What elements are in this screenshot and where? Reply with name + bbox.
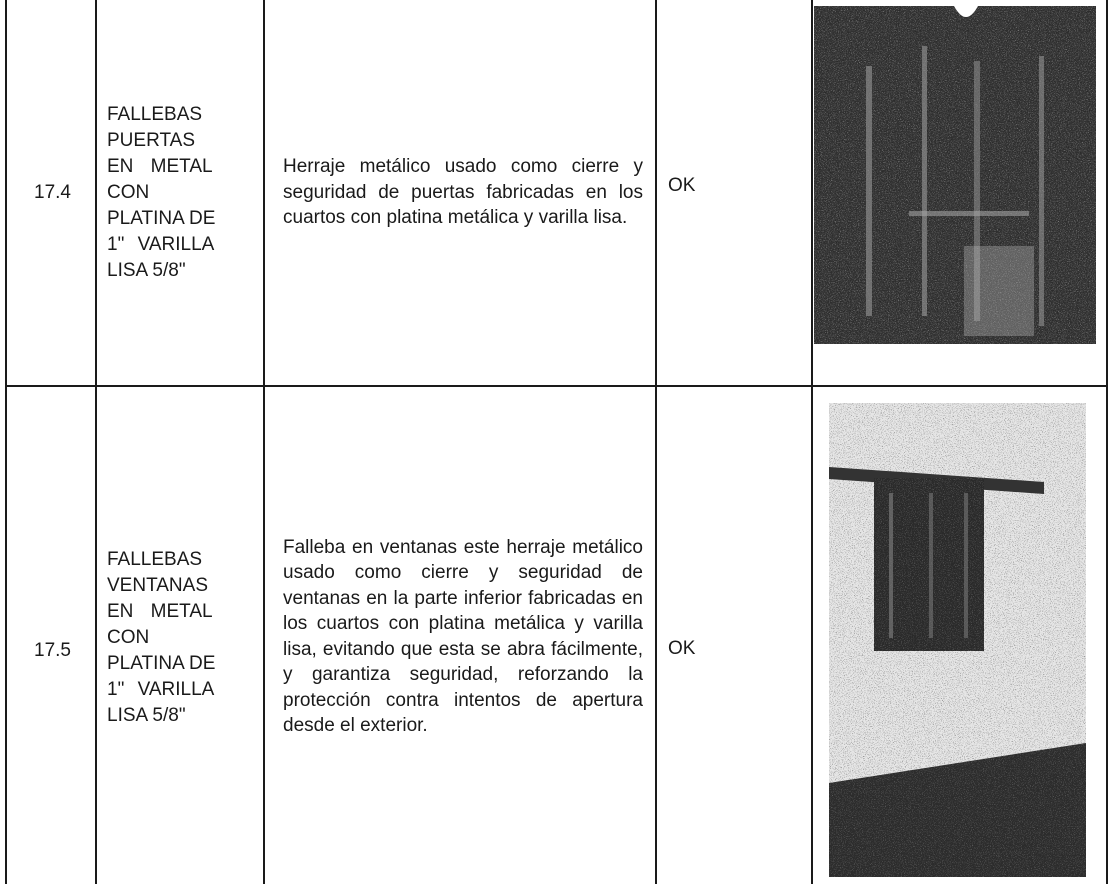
- column-divider: [655, 0, 657, 884]
- item-name-cell: FALLEBAS PUERTAS EN METAL CON PLATINA DE…: [107, 0, 257, 385]
- row-number: 17.5: [34, 639, 71, 661]
- status-badge: OK: [668, 637, 696, 659]
- row-divider: [5, 385, 1108, 387]
- window-latch-photo-icon: [829, 403, 1086, 877]
- description: Falleba en ventanas este herraje metálic…: [283, 536, 643, 737]
- item-name: FALLEBAS PUERTAS EN METAL CON PLATINA DE…: [107, 103, 216, 281]
- column-divider: [263, 0, 265, 884]
- column-divider: [811, 0, 813, 884]
- status-badge: OK: [668, 174, 696, 196]
- row-number: 17.4: [34, 181, 71, 203]
- table-border-left: [5, 0, 7, 884]
- door-latch-photo-icon: [814, 6, 1096, 344]
- column-divider: [95, 0, 97, 884]
- item-name-cell: FALLEBAS VENTANAS EN METAL CON PLATINA D…: [107, 387, 257, 884]
- item-name: FALLEBAS VENTANAS EN METAL CON PLATINA D…: [107, 548, 216, 726]
- table-border-right: [1106, 0, 1108, 884]
- description: Herraje metálico usado como cierre y seg…: [283, 156, 643, 229]
